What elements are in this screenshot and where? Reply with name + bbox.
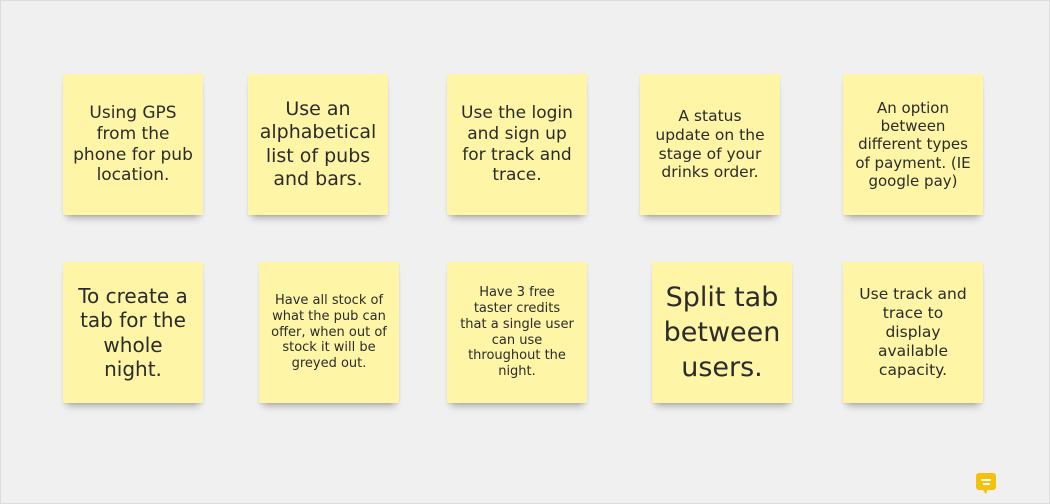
comment-icon-line <box>982 482 990 485</box>
sticky-note-text: An option between different types of pay… <box>855 98 971 190</box>
comment-icon-line <box>981 478 991 481</box>
sticky-note-taster-credits[interactable]: Have 3 free taster credits that a single… <box>447 262 587 403</box>
sticky-note-stock-list[interactable]: Have all stock of what the pub can offer… <box>259 262 399 403</box>
sticky-note-text: To create a tab for the whole night. <box>78 283 188 381</box>
sticky-note-night-tab[interactable]: To create a tab for the whole night. <box>63 262 203 403</box>
sticky-note-text: Using GPS from the phone for pub locatio… <box>73 103 193 186</box>
comment-icon[interactable] <box>976 473 996 494</box>
sticky-note-capacity[interactable]: Use track and trace to display available… <box>843 262 983 403</box>
sticky-note-status-update[interactable]: A status update on the stage of your dri… <box>640 74 780 215</box>
sticky-note-login-signup[interactable]: Use the login and sign up for track and … <box>447 74 587 215</box>
sticky-note-text: Use track and trace to display available… <box>859 285 967 379</box>
sticky-note-payment-options[interactable]: An option between different types of pay… <box>843 74 983 215</box>
sticky-note-text: A status update on the stage of your dri… <box>655 106 765 182</box>
sticky-note-text: Have 3 free taster credits that a single… <box>460 284 574 380</box>
sticky-note-alphabetical-list[interactable]: Use an alphabetical list of pubs and bar… <box>248 74 388 215</box>
sticky-note-text: Use an alphabetical list of pubs and bar… <box>259 98 377 190</box>
sticky-note-text: Split tab between users. <box>663 281 781 384</box>
sticky-note-split-tab[interactable]: Split tab between users. <box>652 262 792 403</box>
sticky-note-gps-location[interactable]: Using GPS from the phone for pub locatio… <box>63 74 203 215</box>
sticky-note-text: Have all stock of what the pub can offer… <box>271 292 387 372</box>
sticky-note-text: Use the login and sign up for track and … <box>461 103 573 186</box>
